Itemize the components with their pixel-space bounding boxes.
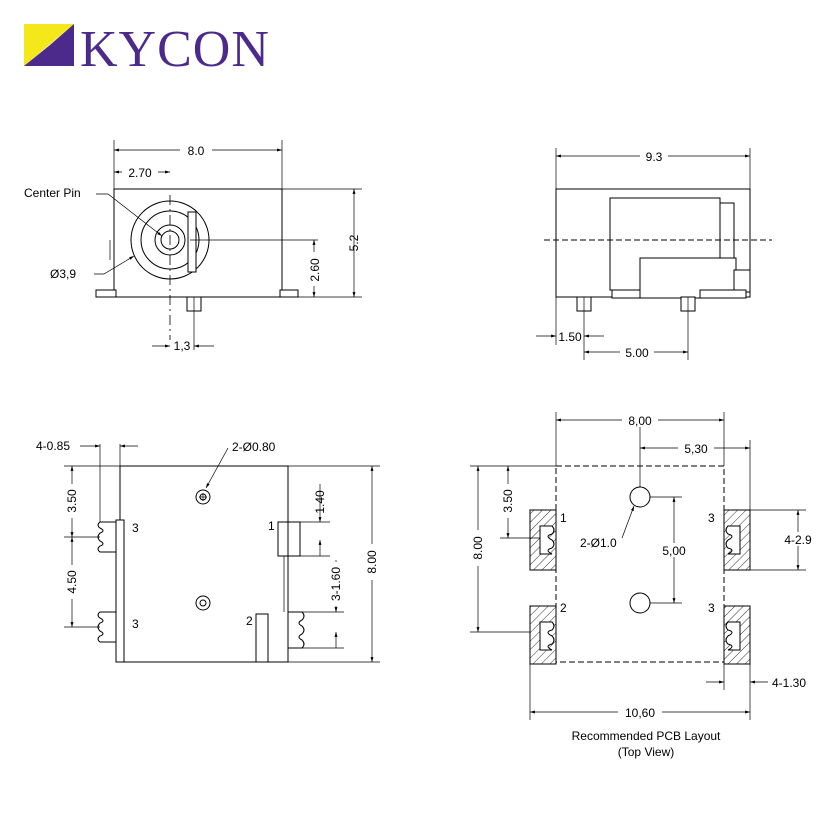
pcb-pin-label-3b: 3 bbox=[708, 601, 715, 615]
bottom-view: 2-Ø0.80 3 3 1 2 4-0.85 3.50 4.50 8.00 1.… bbox=[36, 439, 380, 663]
jack-contact-spring bbox=[187, 211, 197, 273]
pcb-hole-2 bbox=[629, 592, 651, 614]
bottom-pad-2 bbox=[287, 611, 305, 649]
front-height-label: 5.2 bbox=[347, 234, 361, 251]
center-pin-leader bbox=[96, 193, 163, 237]
pcb-hole-label: 2-Ø1.0 bbox=[580, 536, 617, 550]
bottom-pad-3-top bbox=[97, 521, 121, 553]
side-view: 9.3 1.50 5.00 bbox=[536, 148, 772, 360]
pcb-dim-3-50: 3.50 bbox=[501, 489, 515, 513]
bottom-left-rail bbox=[115, 519, 125, 663]
pcb-right-offset-label: 5,30 bbox=[684, 442, 708, 456]
side-pin-spacing-label: 5.00 bbox=[625, 346, 649, 360]
front-pin-spacing-label: 1,3 bbox=[174, 339, 191, 353]
pcb-outline bbox=[555, 465, 725, 663]
bottom-dim-1-40: 1.40 bbox=[313, 490, 327, 514]
bottom-contact-1 bbox=[277, 521, 289, 557]
side-foot bbox=[611, 289, 641, 299]
bottom-dim-3-50: 3.50 bbox=[65, 489, 79, 513]
front-center-offset-label: 2.70 bbox=[128, 166, 152, 180]
front-body bbox=[113, 188, 283, 298]
diameter-leader bbox=[94, 255, 135, 275]
pcb-total-width-label: 10,60 bbox=[625, 706, 655, 720]
logo-brand-text: KYCON bbox=[80, 21, 270, 78]
front-center-height-label: 2.60 bbox=[308, 258, 322, 282]
pcb-pin-label-2: 2 bbox=[560, 601, 567, 615]
side-foot-right bbox=[699, 289, 747, 299]
pcb-layout-view: 1 2 3 3 8,00 5,30 8.00 3.50 4-2.9 2-Ø1.0 bbox=[470, 412, 818, 759]
bottom-dim-4-50: 4.50 bbox=[65, 570, 79, 594]
pcb-pad-dim-label: 4-2.9 bbox=[784, 533, 812, 547]
side-length-label: 9.3 bbox=[646, 150, 663, 164]
front-width-label: 8.0 bbox=[188, 144, 205, 158]
pcb-hole-1 bbox=[629, 486, 651, 508]
bottom-contact-2 bbox=[255, 613, 269, 663]
front-view: 8.0 2.70 5.2 2.60 Center Pin Ø3,9 1,3 bbox=[24, 140, 362, 353]
bottom-hole-2 bbox=[195, 595, 211, 611]
bottom-pin-label-2: 2 bbox=[246, 614, 253, 628]
pcb-caption-line2: (Top View) bbox=[618, 745, 674, 759]
bottom-height-label: 8.00 bbox=[365, 550, 379, 574]
logo-yellow-triangle bbox=[24, 24, 74, 66]
center-pin-label: Center Pin bbox=[24, 186, 81, 200]
bottom-hole-label: 2-Ø0.80 bbox=[232, 440, 276, 454]
logo-purple-shape bbox=[24, 24, 74, 66]
bottom-pad-3-bottom bbox=[97, 611, 121, 643]
bottom-dim-3-1-60: 3-1.60 bbox=[329, 567, 343, 601]
pcb-height-label: 8.00 bbox=[471, 536, 485, 560]
bottom-pin-label-3b: 3 bbox=[132, 617, 139, 631]
front-diameter-label: Ø3,9 bbox=[50, 267, 76, 281]
front-left-tab bbox=[95, 289, 117, 298]
kycon-logo: KYCON bbox=[24, 21, 270, 78]
bottom-hole-1 bbox=[195, 489, 211, 505]
side-pin-offset-label: 1.50 bbox=[558, 330, 582, 344]
bottom-pin-label-1: 1 bbox=[268, 519, 275, 533]
front-right-tab bbox=[279, 289, 299, 298]
pcb-caption-line1: Recommended PCB Layout bbox=[572, 729, 721, 743]
side-back-tab bbox=[733, 269, 751, 293]
pcb-pin-label-3a: 3 bbox=[708, 511, 715, 525]
bottom-pin-label-3a: 3 bbox=[132, 521, 139, 535]
bottom-pad-width-label: 4-0.85 bbox=[36, 439, 70, 453]
pcb-width-label: 8,00 bbox=[628, 414, 652, 428]
pcb-pad-width-label: 4-1.30 bbox=[772, 676, 806, 690]
pcb-hole-spacing-label: 5,00 bbox=[662, 544, 686, 558]
pcb-pin-label-1: 1 bbox=[560, 511, 567, 525]
